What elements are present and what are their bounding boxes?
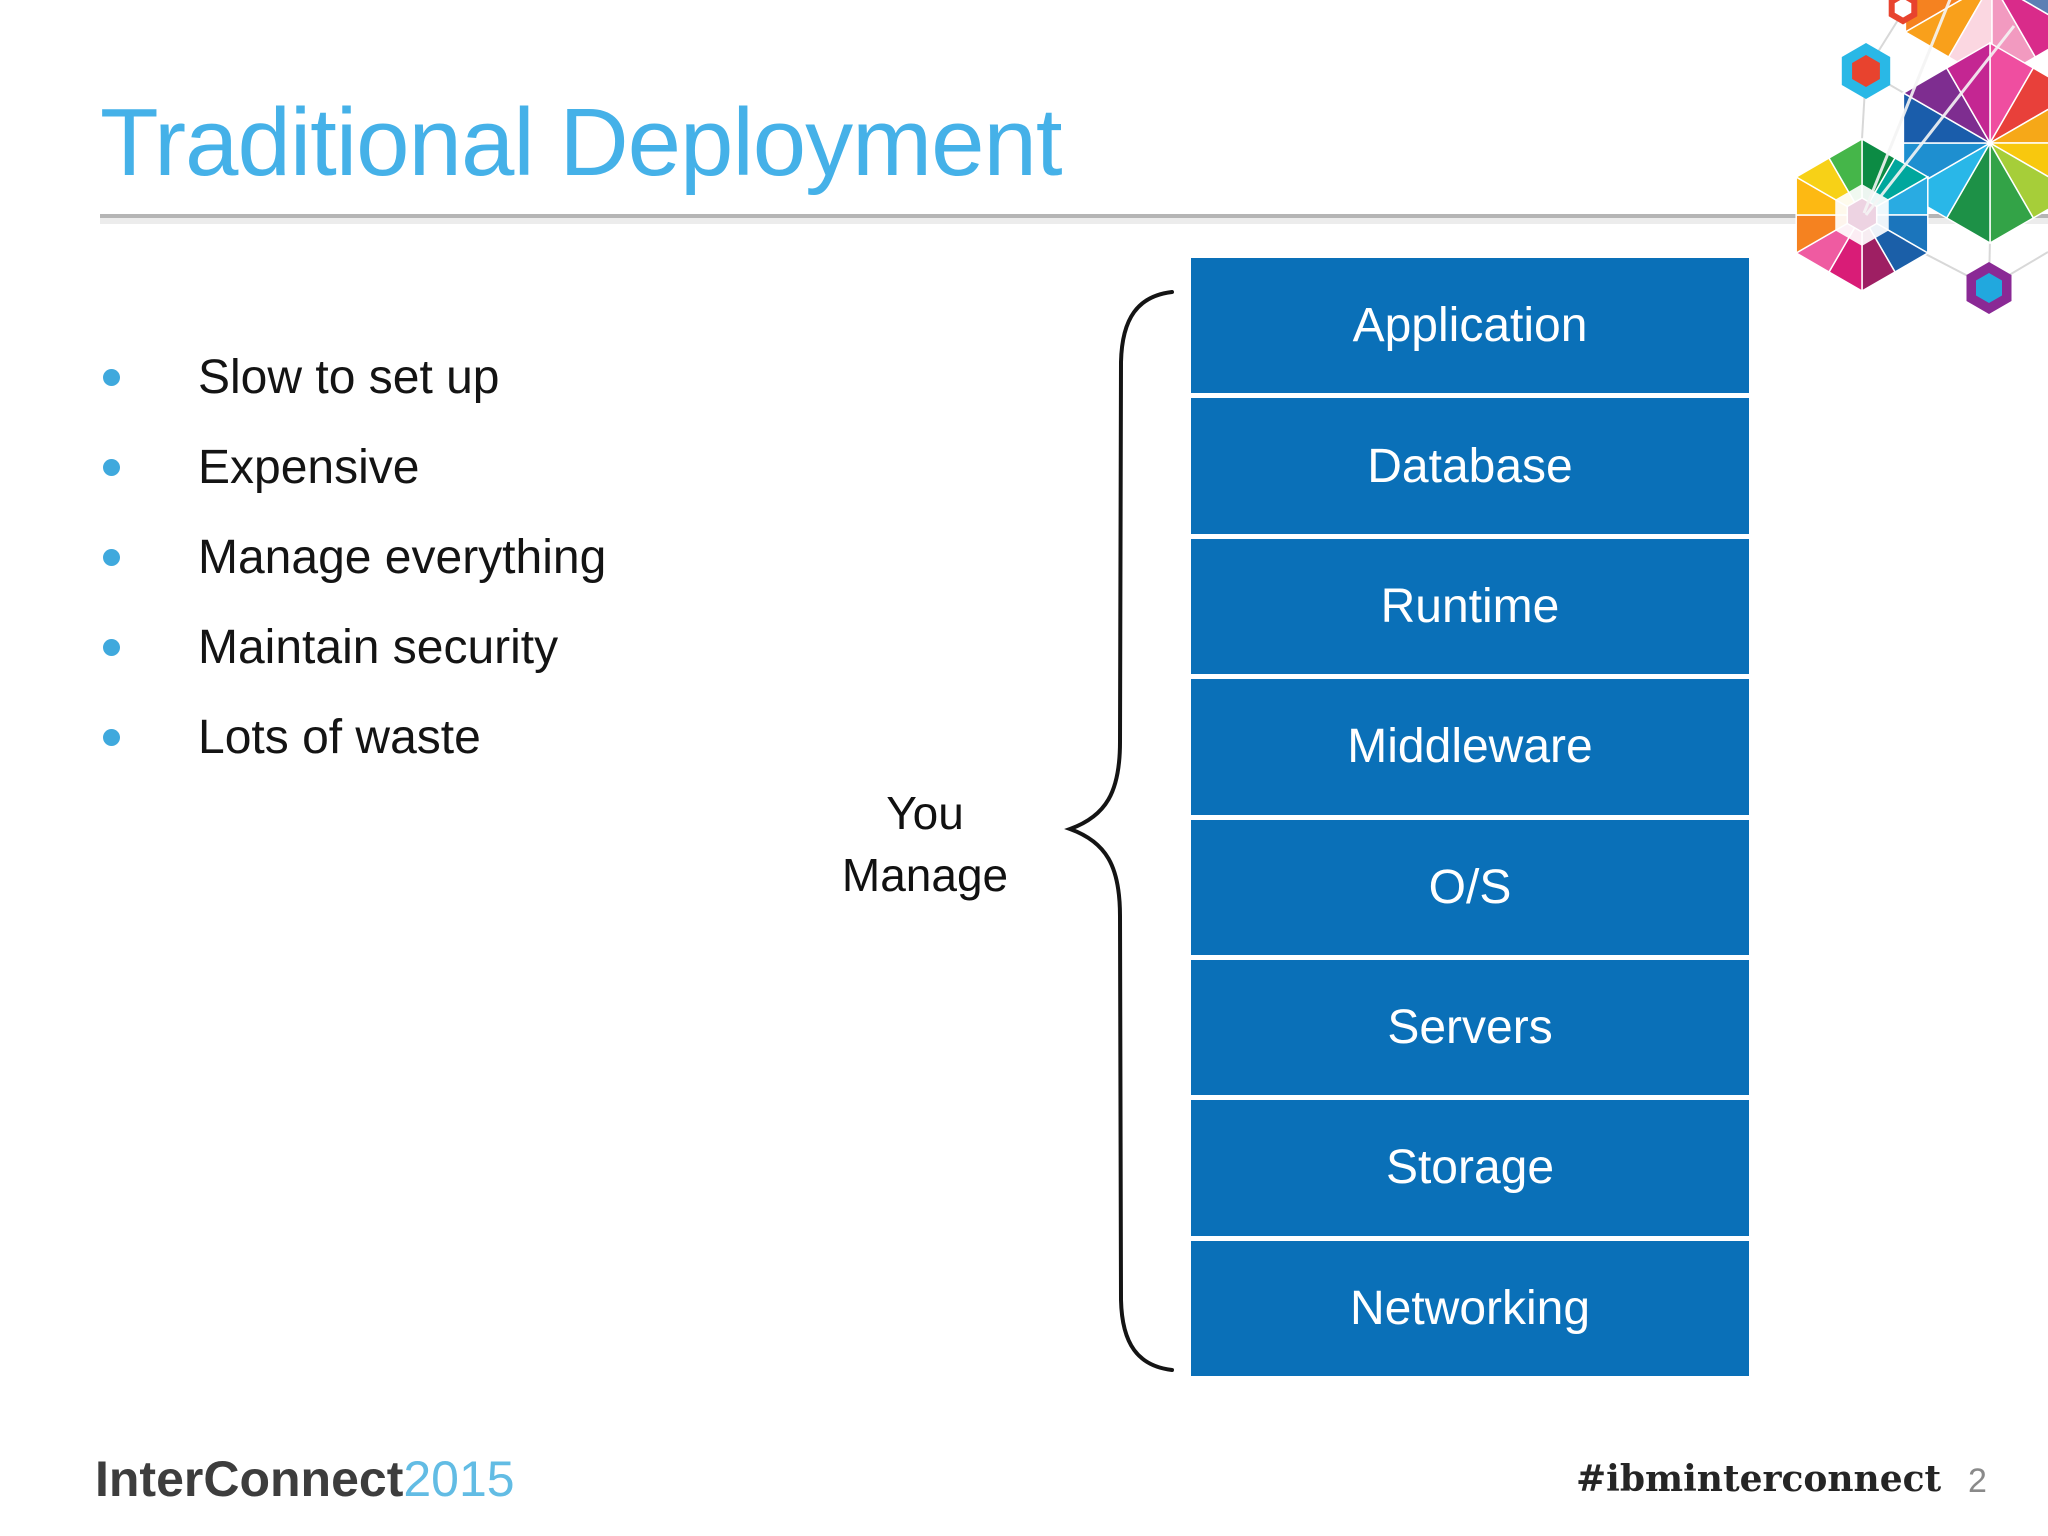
- brace-label-line1: You: [886, 787, 964, 839]
- brace-label-line2: Manage: [841, 849, 1009, 901]
- stack-layer-application: Application: [1191, 258, 1749, 394]
- title-divider: [100, 214, 2048, 224]
- logo-satellite-hexagons: [1841, 0, 2012, 314]
- bullet-text: Expensive: [198, 440, 420, 494]
- logo-main-hexagon: [1901, 41, 2048, 245]
- bullet-text: Lots of waste: [198, 710, 481, 764]
- stack-layer-runtime: Runtime: [1191, 538, 1749, 675]
- bullet-dot-icon: [103, 458, 120, 476]
- bullet-text: Manage everything: [198, 530, 607, 584]
- bullet-dot-icon: [103, 728, 120, 746]
- stack-layer-servers: Servers: [1191, 959, 1749, 1096]
- bullet-item: Lots of waste: [95, 692, 955, 782]
- bullet-text: Maintain security: [198, 620, 559, 674]
- interconnect-logo: InterConnect2015: [95, 1450, 515, 1508]
- stack-layer-database: Database: [1191, 398, 1749, 534]
- bullet-item: Expensive: [95, 422, 955, 512]
- interconnect-logo-text: InterConnect: [95, 1451, 404, 1507]
- stack-layer-middleware: Middleware: [1191, 679, 1749, 815]
- stack-layer-storage: Storage: [1191, 1100, 1749, 1236]
- bullet-list: Slow to set up Expensive Manage everythi…: [95, 332, 955, 782]
- stack-diagram: Application Database Runtime Middleware …: [1191, 258, 1749, 1376]
- stack-layer-os: O/S: [1191, 819, 1749, 955]
- stack-layer-networking: Networking: [1191, 1240, 1749, 1376]
- bullet-item: Maintain security: [95, 602, 955, 692]
- page-title: Traditional Deployment: [100, 89, 1063, 196]
- brace-label: You Manage: [790, 782, 1060, 906]
- logo-seam-lines: [1862, 0, 2016, 216]
- bullet-item: Slow to set up: [95, 332, 955, 422]
- event-hashtag: #ibminterconnect: [1576, 1458, 1942, 1500]
- bullet-dot-icon: [103, 638, 120, 656]
- kaleidoscope-logo-icon: [1794, 0, 2048, 314]
- bullet-item: Manage everything: [95, 512, 955, 602]
- interconnect-logo-year: 2015: [403, 1451, 515, 1507]
- bullet-dot-icon: [103, 368, 120, 386]
- bullet-dot-icon: [103, 548, 120, 566]
- page-number: 2: [1968, 1462, 1987, 1500]
- bullet-text: Slow to set up: [198, 350, 500, 404]
